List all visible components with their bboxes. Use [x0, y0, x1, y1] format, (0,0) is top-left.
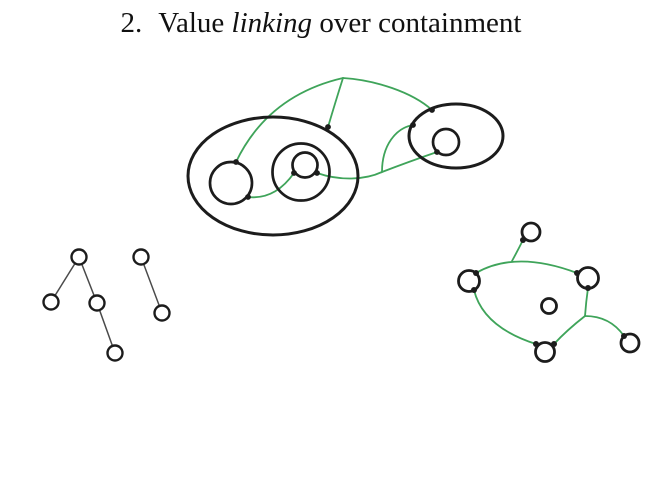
link-dot: [434, 149, 440, 155]
title-italic-word: linking: [231, 7, 313, 39]
tree-edge: [96, 302, 116, 354]
link-dot: [533, 341, 539, 347]
graph-node: [534, 341, 556, 363]
tree-node: [70, 248, 88, 266]
link-apex-to-left-small-circle: [235, 77, 344, 163]
link-dot: [585, 285, 591, 291]
graph-edge-left-to-right: [475, 260, 578, 274]
link-dot: [325, 124, 331, 130]
linked-graph-dots: [471, 237, 627, 347]
link-dot: [233, 159, 239, 165]
tree-edge: [50, 256, 80, 303]
graph-edge-junction-to-bottom-right: [584, 315, 625, 337]
linked-graph: [457, 221, 641, 363]
containment-shapes: [186, 102, 505, 237]
link-dot: [520, 237, 526, 243]
graph-node: [457, 269, 481, 293]
link-dot: [314, 170, 320, 176]
link-dot: [574, 270, 580, 276]
graph-node: [540, 297, 558, 315]
link-dot: [621, 333, 627, 339]
title-text-after: over containment: [319, 7, 522, 39]
tree-node: [88, 294, 106, 312]
link-dot: [473, 270, 479, 276]
graph-edge-right-to-junction: [584, 287, 589, 317]
link-dot: [245, 194, 251, 200]
tree-node: [132, 248, 150, 266]
linked-graph-nodes: [457, 221, 641, 363]
tree-edge: [140, 256, 163, 314]
link-dot: [471, 287, 477, 293]
right-inner-circle: [431, 127, 461, 157]
link-apex-to-right-ellipse-edge: [342, 77, 433, 111]
title-number: 2.: [120, 7, 143, 39]
graph-edge-left-to-bottom: [473, 289, 537, 345]
left-outer-ellipse: [186, 115, 360, 237]
link-apex-to-left-ellipse-edge: [327, 77, 344, 128]
link-right-ellipse-left-edge-branch: [381, 124, 414, 173]
tree-node: [42, 293, 60, 311]
linked-graph-edges: [473, 239, 625, 345]
tree-node: [153, 304, 171, 322]
link-small-circle-to-inner-circle: [247, 172, 295, 199]
containment-link-curves: [235, 77, 438, 199]
left-small-circle: [208, 160, 254, 206]
right-outer-ellipse: [407, 102, 505, 170]
tree-graph: [42, 248, 171, 362]
link-dot: [551, 341, 557, 347]
link-dot: [429, 107, 435, 113]
link-dot: [410, 122, 416, 128]
tree-node: [106, 344, 124, 362]
left-medium-circle: [271, 142, 331, 202]
link-dot: [291, 170, 297, 176]
graph-edge-top-branch: [511, 239, 524, 262]
left-medium-inner-circle: [291, 151, 319, 179]
graph-edge-bottom-to-junction: [553, 315, 586, 345]
graph-node: [520, 221, 542, 243]
title-text-before: Value: [158, 7, 225, 39]
containment-link-dots: [233, 107, 440, 200]
